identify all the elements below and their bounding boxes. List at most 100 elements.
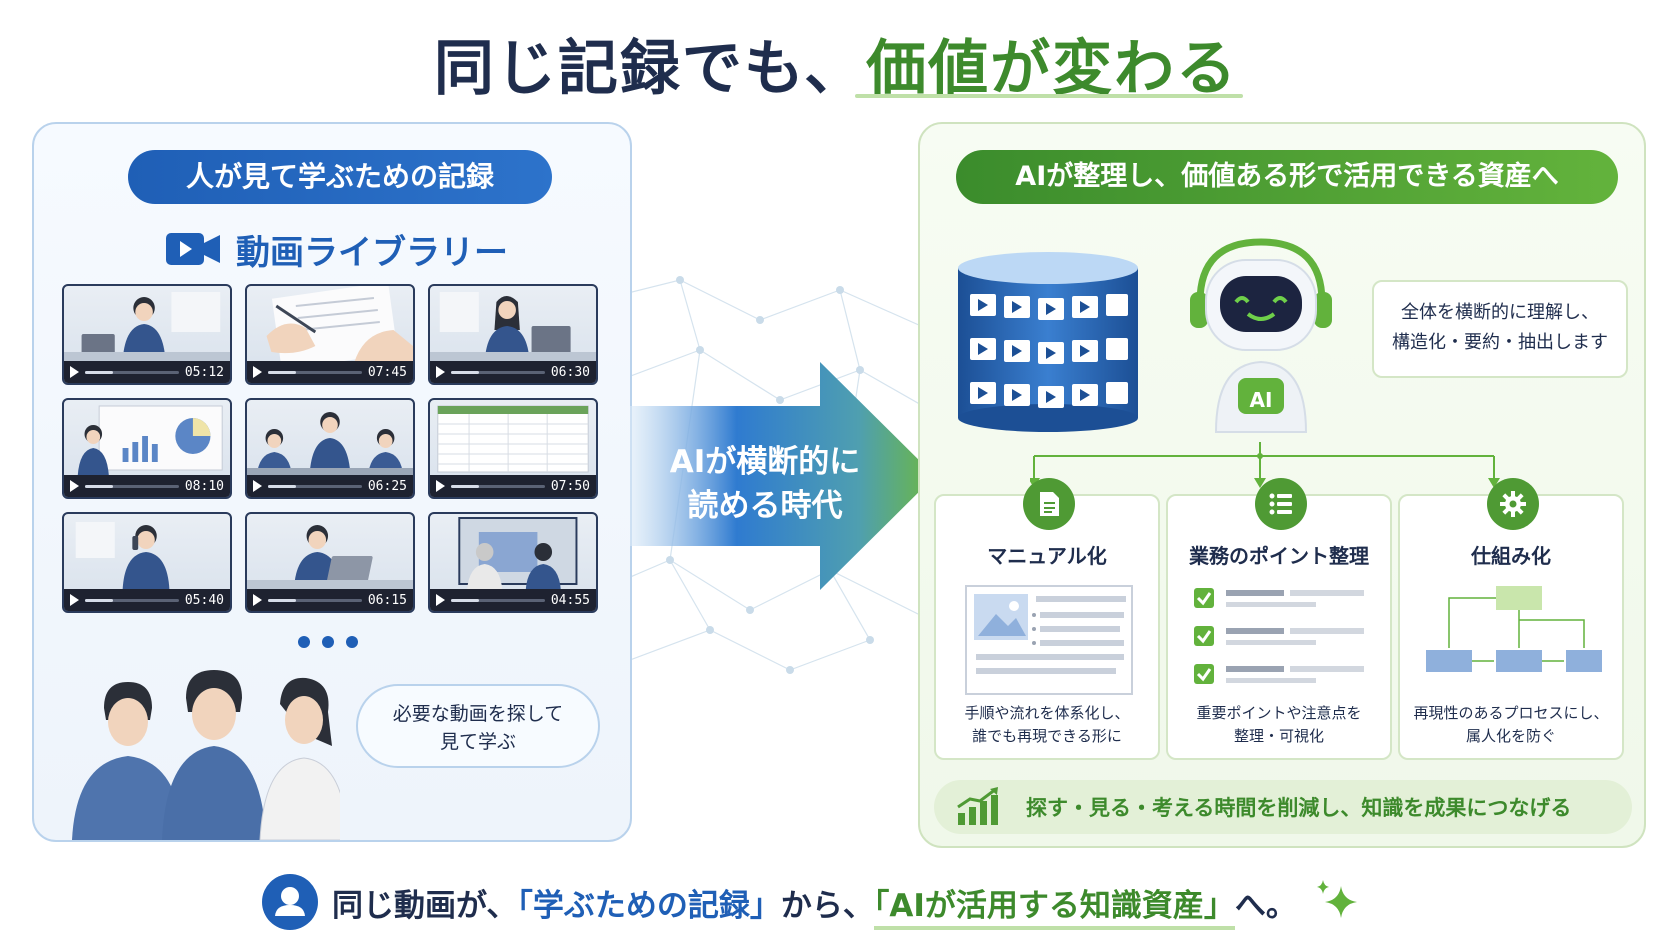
video-duration: 05:40 [184,592,224,608]
result-banner-text: 探す・見る・考える時間を削減し、知識を成果につなげる [1026,796,1572,820]
people-illustration [72,670,340,840]
scene-phone-call [75,522,170,590]
progress-track[interactable] [268,484,362,488]
flowchart-illustration [1426,586,1602,672]
left-speech-line1: 必要な動画を探して [392,703,564,725]
library-header: 動画ライブラリー [164,224,508,274]
robot-badge: AI [1249,388,1273,412]
scene-spreadsheet [437,405,589,473]
footer-message: 同じ動画が、「学ぶための記録」から、「AIが活用する知識資産」へ。 [262,874,1363,930]
footer-part3: から、 [780,887,874,924]
gear-icon [1487,478,1539,530]
video-controls: 07:45 [247,361,413,383]
result-banner: 探す・見る・考える時間を削減し、知識を成果につなげる [934,780,1632,834]
play-icon[interactable] [253,594,262,606]
footer-part2: 「学ぶための記録」 [517,887,781,924]
video-duration: 06:15 [367,592,407,608]
scene-signing-document [266,286,413,362]
play-icon[interactable] [253,480,262,492]
video-camera-icon [166,233,220,265]
video-thumbnail[interactable]: 05:40 [62,512,232,613]
play-icon[interactable] [436,366,445,378]
card-points-desc2: 整理・可視化 [1233,727,1324,745]
card-manual: マニュアル化 手順や流れを体系化し、 誰でも再現できる形に [934,478,1160,760]
play-icon[interactable] [436,594,445,606]
progress-track[interactable] [85,598,179,602]
checklist-illustration [1194,588,1364,684]
video-controls: 04:55 [430,589,596,611]
right-speech-line2: 構造化・要約・抽出します [1392,332,1608,353]
video-controls: 05:40 [64,589,230,611]
arrow-line1: AIが横断的に [669,444,861,480]
video-duration: 05:12 [184,364,224,380]
right-pill: AIが整理し、価値ある形で活用できる資産へ [956,150,1618,204]
video-thumbnail[interactable]: 06:30 [428,284,598,385]
video-thumbnail[interactable]: 04:55 [428,512,598,613]
card-manual-title: マニュアル化 [987,544,1107,568]
video-controls: 05:12 [64,361,230,383]
more-dots-icon [298,636,358,648]
footer-text: 同じ動画が、「学ぶための記録」から、「AIが活用する知識資産」へ。 [332,880,1297,930]
scene-laptop-man [64,292,230,362]
video-duration: 07:50 [550,478,590,494]
video-thumbnail[interactable]: 06:15 [245,512,415,613]
left-pill: 人が見て学ぶための記録 [128,150,552,204]
play-icon[interactable] [253,366,262,378]
footer-part4: 「AIが活用する知識資産」 [873,887,1235,930]
video-thumbnail[interactable]: 08:10 [62,398,232,499]
play-icon[interactable] [70,594,79,606]
card-points: 業務のポイント整理 重要ポイントや注意点を 整理・可視化 [1166,478,1392,760]
progress-track[interactable] [451,484,545,488]
left-panel: 人が見て学ぶための記録 動画ライブラリー 05:12 [32,122,632,842]
video-thumbnail[interactable]: 06:25 [245,398,415,499]
play-icon[interactable] [70,366,79,378]
title-underline [855,94,1243,98]
card-manual-desc1: 手順や流れを体系化し、 [964,704,1130,722]
person-avatar-icon [262,874,318,930]
play-icon[interactable] [436,480,445,492]
card-system-desc2: 属人化を防ぐ [1465,727,1556,745]
progress-track[interactable] [451,598,545,602]
card-manual-desc2: 誰でも再現できる形に [972,727,1122,745]
video-controls: 06:15 [247,589,413,611]
title-part1: 同じ記録でも、 [433,34,867,104]
arrow-line2: 読める時代 [687,488,843,524]
footer-part5: へ。 [1234,887,1297,924]
progress-track[interactable] [268,598,362,602]
play-icon[interactable] [70,480,79,492]
growth-chart-icon [957,787,998,825]
video-database-icon [958,252,1138,432]
card-points-desc: 重要ポイントや注意点を 整理・可視化 [1168,702,1390,748]
scene-laptop-woman [430,292,596,362]
card-system-title: 仕組み化 [1471,544,1551,568]
video-controls: 06:25 [247,475,413,497]
card-points-desc1: 重要ポイントや注意点を [1196,704,1362,722]
video-controls: 06:30 [430,361,596,383]
footer-part1: 同じ動画が、 [332,887,518,924]
scene-laptop-man-2 [247,525,413,590]
video-controls: 07:50 [430,475,596,497]
left-speech-line2: 見て学ぶ [439,731,516,753]
title-highlight: 価値が変わる [866,34,1239,104]
right-panel: AIが整理し、価値ある形で活用できる資産へ AI [918,122,1646,848]
library-title: 動画ライブラリー [236,232,508,273]
transition-arrow [630,362,935,590]
video-duration: 07:45 [367,364,407,380]
card-points-title: 業務のポイント整理 [1189,544,1369,568]
card-system-desc1: 再現性のあるプロセスにし、 [1413,704,1609,722]
progress-track[interactable] [85,484,179,488]
video-thumbnail[interactable]: 05:12 [62,284,232,385]
card-manual-desc: 手順や流れを体系化し、 誰でも再現できる形に [936,702,1158,748]
video-thumbnail[interactable]: 07:45 [245,284,415,385]
video-duration: 06:25 [367,478,407,494]
progress-track[interactable] [85,370,179,374]
scene-presentation [77,405,223,476]
progress-track[interactable] [451,370,545,374]
video-controls: 08:10 [64,475,230,497]
video-thumbnail[interactable]: 07:50 [428,398,598,499]
arrow-label: AIが横断的に 読める時代 [640,440,890,528]
progress-track[interactable] [268,370,362,374]
ai-robot-icon [1190,238,1332,433]
manual-document-illustration [965,585,1133,695]
video-duration: 04:55 [550,592,590,608]
